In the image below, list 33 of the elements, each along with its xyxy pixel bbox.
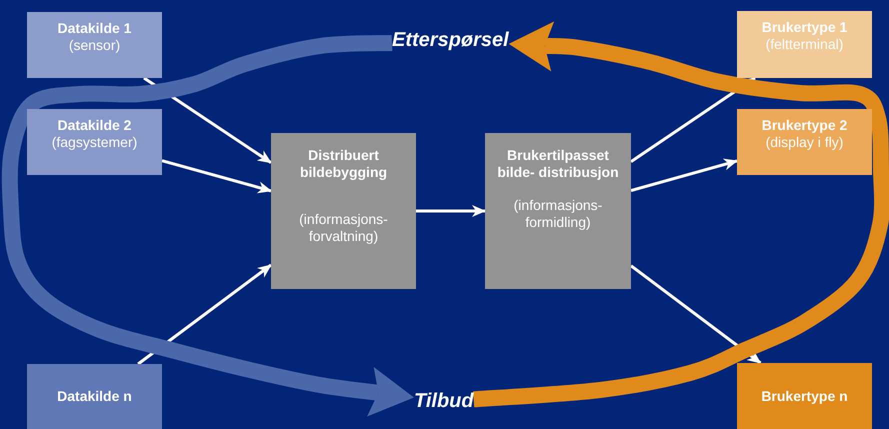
flow-label: Tilbud (414, 390, 474, 413)
arrow (630, 158, 738, 192)
arrow (416, 205, 486, 217)
process-box (737, 363, 872, 429)
box-heading: Brukertype n (761, 388, 848, 404)
box-subtitle: (display i fly) (766, 134, 844, 151)
box-subtitle: (feltterminal) (766, 36, 844, 53)
process-box (485, 133, 631, 289)
process-box (27, 364, 162, 429)
process-box (27, 109, 162, 175)
arrow (137, 264, 272, 366)
arrow (630, 76, 756, 163)
box-heading: Brukertype 1 (762, 19, 848, 36)
box-heading: Distribuert bildebygging (298, 147, 388, 181)
process-box (737, 109, 872, 175)
arrow (162, 159, 272, 194)
process-box (737, 11, 872, 78)
box-subtitle: (informasjons- formidling) (512, 197, 604, 231)
box-subtitle: (sensor) (68, 37, 120, 54)
flow-arrow (2, 34, 414, 417)
process-box (271, 133, 416, 289)
box-heading: Datakilde 1 (58, 20, 132, 37)
box-heading: Brukertype 2 (762, 117, 848, 134)
flow-label: Etterspørsel (392, 29, 509, 52)
box-subtitle: (informasjons- forvaltning) (298, 211, 389, 245)
box-heading: Datakilde n (57, 388, 132, 405)
box-heading: Datakilde 2 (58, 117, 132, 134)
arrow (143, 76, 272, 164)
box-heading: Brukertilpasset bilde- distribusjon (496, 147, 620, 181)
box-subtitle: (fagsystemer) (52, 134, 138, 151)
flow-arrow (473, 21, 889, 408)
arrow (630, 264, 762, 364)
process-box (27, 12, 162, 78)
